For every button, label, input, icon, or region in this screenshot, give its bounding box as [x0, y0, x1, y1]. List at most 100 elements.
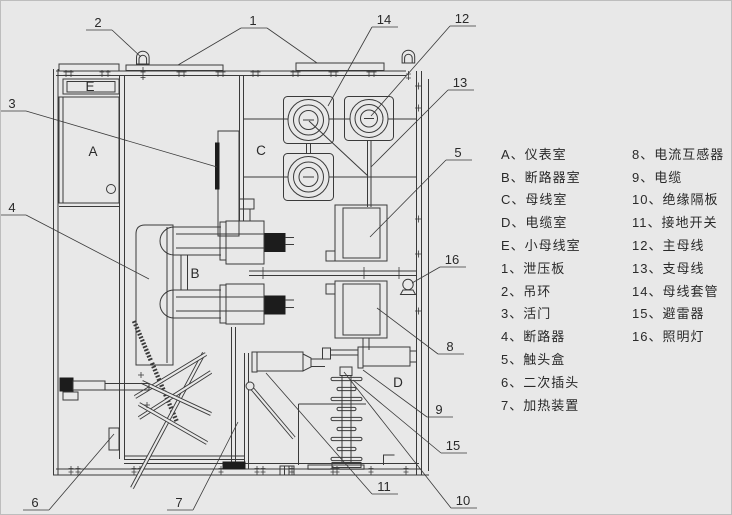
lifting-eye-right	[401, 49, 416, 64]
upper-contact	[264, 233, 286, 252]
legend-item: 13、支母线	[632, 260, 705, 276]
compartment-label-b: B	[190, 266, 199, 281]
legend-item: 12、主母线	[632, 238, 705, 254]
compartment-e: E	[62, 78, 120, 95]
compartment-label-d: D	[393, 375, 403, 390]
cable-right	[362, 346, 411, 367]
surge-arrester	[298, 366, 366, 470]
branch-busbar	[367, 141, 372, 207]
upper-ct	[342, 207, 381, 259]
svg-text:15: 15	[446, 438, 460, 453]
callout-16: 16	[411, 252, 466, 284]
svg-text:12: 12	[455, 11, 469, 26]
front-partition	[119, 76, 125, 459]
svg-text:6: 6	[31, 495, 38, 510]
callout-3: 3	[1, 96, 218, 168]
legend-item: 11、接地开关	[632, 215, 718, 231]
callout-1: 1	[177, 13, 318, 66]
callout-13: 13	[370, 75, 474, 168]
pressure-relief-plate-2	[295, 62, 385, 71]
cable-assembly	[251, 346, 416, 373]
svg-text:5: 5	[454, 145, 461, 160]
callout-11: 11	[265, 372, 398, 495]
lifting-eye-left	[136, 50, 150, 65]
cable-left	[256, 351, 304, 372]
secondary-plug	[108, 427, 120, 451]
top-rail-bolts	[63, 67, 411, 80]
base-bolts	[68, 466, 409, 475]
compartment-label-c: C	[256, 143, 266, 158]
upper-contact-box	[334, 204, 388, 262]
legend-item: 9、电缆	[632, 169, 683, 185]
right-wall-bolts	[415, 82, 422, 315]
legend-item: 3、活门	[501, 306, 552, 322]
legend-item: 15、避雷器	[632, 306, 705, 322]
callouts: 1 2 3 4 5 6 7 8	[1, 11, 477, 511]
legend-column-right: 8、电流互感器 9、电缆 10、绝缘隔板 11、接地开关 12、主母线 13、支…	[632, 142, 724, 347]
legend-item: D、电缆室	[501, 215, 568, 231]
racking-linkage	[130, 352, 213, 489]
callout-8: 8	[376, 307, 464, 355]
mid-wall-lower-2	[244, 353, 249, 469]
legend-item: E、小母线室	[501, 238, 581, 254]
legend-item: 10、绝缘隔板	[632, 192, 719, 208]
callout-12: 12	[370, 11, 476, 117]
earthing-switch-rod	[245, 381, 296, 440]
upper-pole-bushing	[225, 220, 265, 265]
angle-bracket	[383, 454, 395, 465]
bottom-fittings	[279, 454, 395, 476]
svg-text:11: 11	[377, 479, 391, 494]
callout-2: 2	[86, 15, 142, 58]
pressure-relief-plate-1	[125, 64, 224, 71]
callout-9: 9	[362, 369, 453, 418]
legend-item: A、仪表室	[501, 146, 567, 162]
callout-10: 10	[343, 371, 477, 509]
mid-partition-bolts	[260, 267, 402, 279]
closing-spring	[131, 320, 154, 362]
callout-4: 4	[1, 200, 150, 280]
legend-item: 1、泄压板	[501, 260, 566, 276]
lower-pole-bushing	[225, 283, 265, 325]
top-plate-left	[58, 63, 120, 72]
door-knob	[106, 184, 116, 194]
legend-item: 5、触头盒	[501, 352, 566, 368]
compartment-label-e: E	[85, 79, 94, 94]
svg-text:1: 1	[249, 13, 256, 28]
breaker-truck: B	[59, 130, 294, 489]
compartment-label-a: A	[88, 144, 97, 159]
callout-6: 6	[23, 433, 115, 511]
lower-ct	[342, 283, 381, 336]
lamp	[399, 278, 417, 295]
callout-7: 7	[167, 421, 239, 511]
lower-contact	[264, 295, 286, 315]
shutter-plate	[215, 142, 220, 190]
right-wall	[416, 71, 429, 475]
legend-item: 7、加热装置	[501, 397, 580, 413]
callout-5: 5	[369, 145, 472, 238]
mid-horizontal-partition	[249, 270, 417, 276]
busbar-compartment: C	[243, 96, 416, 207]
legend-item: 14、母线套管	[632, 283, 719, 299]
svg-text:3: 3	[8, 96, 15, 111]
svg-text:13: 13	[453, 75, 467, 90]
compartment-a: A	[58, 96, 120, 207]
svg-text:9: 9	[435, 402, 442, 417]
mid-wall-lower-1	[231, 327, 236, 469]
legend-item: 4、断路器	[501, 329, 566, 345]
callout-14: 14	[327, 12, 398, 107]
legend-item: 2、吊环	[501, 283, 552, 299]
insulating-barrier	[298, 403, 366, 465]
legend-item: 8、电流互感器	[632, 146, 725, 162]
callout-15: 15	[352, 379, 467, 454]
legend-item: 6、二次插头	[501, 374, 580, 390]
svg-text:4: 4	[8, 200, 15, 215]
svg-text:14: 14	[377, 12, 391, 27]
shutter-housing	[217, 130, 240, 237]
heater	[222, 461, 246, 470]
racking-handle	[59, 377, 150, 401]
legend-column-left: A、仪表室 B、断路器室 C、母线室 D、电缆室 E、小母线室 1、泄压板 2、…	[501, 142, 581, 416]
svg-text:16: 16	[445, 252, 459, 267]
lower-contact-box	[334, 280, 388, 339]
legend-item: C、母线室	[501, 192, 568, 208]
